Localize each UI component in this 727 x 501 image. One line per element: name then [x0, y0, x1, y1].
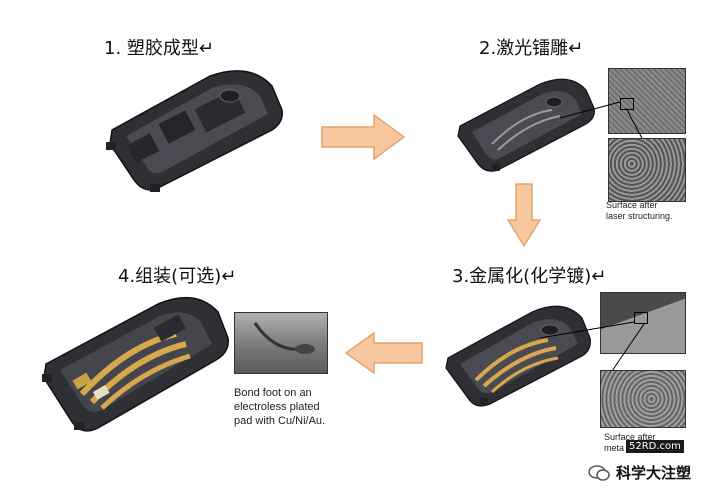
step-2-title: 2.激光镭雕↵ — [479, 38, 584, 59]
bond-caption-line-3: pad with Cu/Ni/Au. — [234, 415, 326, 427]
metal-caption-line-1: Surface after — [604, 432, 656, 442]
metal-caption-line-2: meta — [604, 443, 625, 453]
bond-caption: Bond foot on an electroless plated pad w… — [234, 386, 325, 428]
metallized-part-image — [445, 305, 591, 407]
step-3-title: 3.金属化(化学镀)↵ — [452, 266, 607, 287]
metal-caption: Surface after meta — [604, 432, 656, 454]
arrow-down-icon — [506, 183, 542, 248]
laser-part-image — [457, 78, 595, 172]
arrow-right-icon — [321, 113, 406, 161]
metal-micrograph-bottom — [600, 370, 686, 428]
bond-caption-line-1: Bond foot on an — [234, 387, 312, 399]
bond-foot-micrograph — [234, 312, 328, 374]
brand-name: 科学大注塑 — [616, 464, 692, 482]
step-1-title: 1. 塑胶成型↵ — [104, 38, 214, 59]
laser-micrograph-top — [608, 68, 686, 134]
laser-caption-line-1: Surface after — [606, 200, 658, 210]
zoom-lines-icon — [560, 101, 645, 143]
arrow-left-icon — [344, 331, 423, 375]
brand-watermark: 科学大注塑 — [588, 462, 691, 483]
wechat-icon — [588, 464, 610, 481]
molded-part-image — [106, 70, 284, 192]
zoom-lines-icon-2 — [540, 321, 645, 375]
site-watermark: 52RD.com — [626, 440, 684, 453]
bond-caption-line-2: electroless plated — [234, 401, 320, 413]
laser-micrograph-bottom — [608, 138, 686, 202]
assembled-part-image — [42, 296, 229, 432]
step-4-title: 4.组装(可选)↵ — [118, 266, 237, 287]
zoom-box-icon-2 — [634, 312, 648, 324]
laser-caption: Surface after laser structuring. — [606, 200, 673, 222]
laser-caption-line-2: laser structuring. — [606, 211, 673, 221]
bond-wire-icon — [253, 322, 315, 354]
